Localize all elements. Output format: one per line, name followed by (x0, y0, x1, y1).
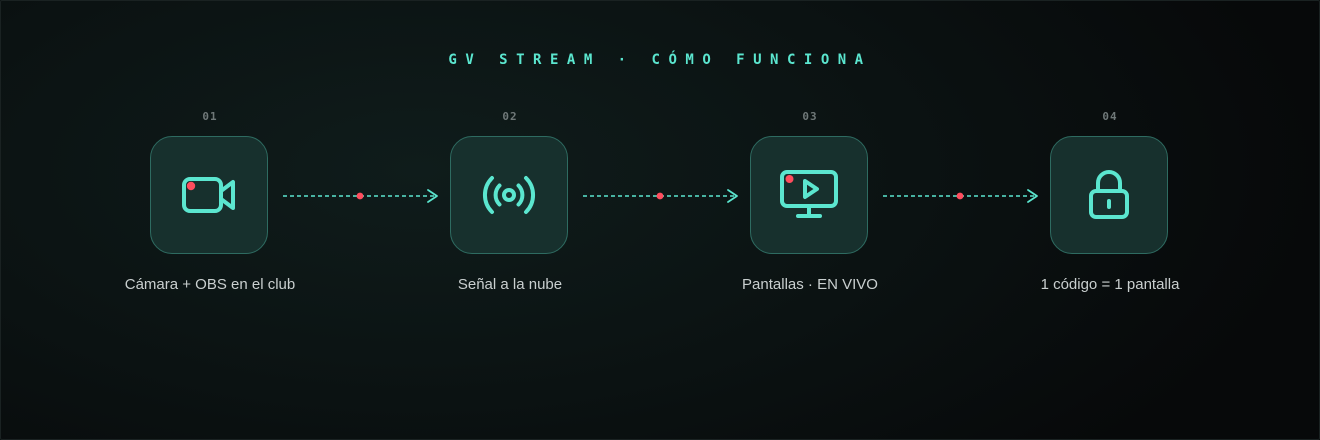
step-label: 1 código = 1 pantalla (1040, 276, 1180, 293)
step-label: Señal a la nube (457, 276, 563, 293)
step-tile (750, 136, 868, 254)
step-number: 04 (1102, 110, 1118, 123)
connector-arrow-2 (583, 189, 738, 203)
step-tile (150, 136, 268, 254)
monitor-play-icon (780, 170, 838, 218)
step-tile (1050, 136, 1168, 254)
step-label: Pantallas · EN VIVO (742, 276, 878, 293)
step-number: 03 (802, 110, 818, 123)
step-tile (450, 136, 568, 254)
diagram-title: GV STREAM · CÓMO FUNCIONA (448, 52, 872, 68)
step-number: 01 (202, 110, 218, 123)
connector-arrow-1 (283, 189, 438, 203)
broadcast-signal-icon (482, 176, 536, 214)
padlock-icon (1089, 170, 1129, 219)
step-label: Cámara + OBS en el club (124, 276, 296, 293)
connector-arrow-3 (883, 189, 1038, 203)
video-camera-icon (182, 177, 235, 213)
step-number: 02 (502, 110, 518, 123)
